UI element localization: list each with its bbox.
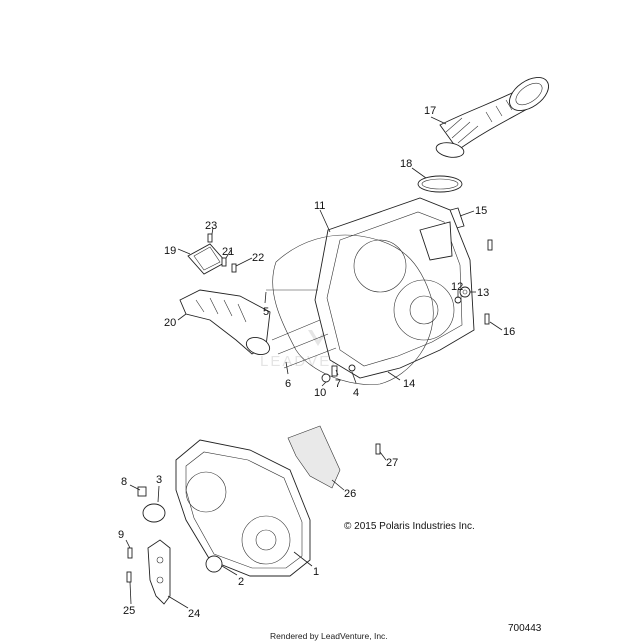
part-11-outer-cover[interactable] [314, 197, 475, 379]
callout-12: 12 [451, 281, 463, 293]
callout-4: 4 [353, 387, 359, 399]
part-2-o-ring[interactable] [205, 555, 223, 573]
part-23-screw[interactable] [207, 233, 213, 243]
callout-1: 1 [313, 566, 319, 578]
copyright-text: © 2015 Polaris Industries Inc. [344, 521, 475, 532]
callout-11: 11 [314, 200, 325, 212]
callout-16: 16 [503, 326, 515, 338]
part-7-fastener[interactable] [331, 365, 338, 377]
callout-21: 21 [222, 246, 234, 258]
part-10-fastener[interactable] [321, 373, 331, 383]
callout-19: 19 [164, 245, 176, 257]
callout-13: 13 [477, 287, 489, 299]
part-6-bolts[interactable] [271, 319, 337, 369]
callout-22: 22 [252, 252, 264, 264]
part-27-screw[interactable] [375, 443, 381, 455]
part-16-bolts[interactable] [484, 239, 493, 325]
callout-7: 7 [335, 378, 341, 390]
part-18-clamp[interactable] [417, 175, 463, 193]
callout-27: 27 [386, 457, 398, 469]
leader-lines [125, 116, 503, 609]
part-14-gasket[interactable] [272, 234, 434, 385]
part-1-inner-cover[interactable] [175, 439, 311, 577]
part-3-o-ring[interactable] [142, 503, 166, 523]
callout-14: 14 [403, 378, 415, 390]
diagram-id: 700443 [508, 623, 542, 634]
callout-10: 10 [314, 387, 326, 399]
part-9-screw[interactable] [127, 547, 133, 559]
callout-2: 2 [238, 576, 244, 588]
rendered-by-footer: Rendered by LeadVenture, Inc. [270, 631, 388, 641]
part-20-inlet-duct[interactable] [179, 289, 272, 358]
callout-6: 6 [285, 378, 291, 390]
part-17-intake-duct[interactable] [435, 71, 554, 160]
callout-17: 17 [424, 105, 436, 117]
callout-15: 15 [475, 205, 487, 217]
callout-9: 9 [118, 529, 124, 541]
callout-25: 25 [123, 605, 135, 617]
callout-20: 20 [164, 317, 176, 329]
part-21-screw[interactable] [221, 257, 227, 267]
part-4-fastener[interactable] [348, 364, 356, 372]
part-24-bracket[interactable] [147, 539, 171, 605]
callout-labels: 1 2 3 4 5 6 7 8 9 10 11 12 13 14 15 16 1… [118, 105, 515, 620]
part-19-plate[interactable] [187, 243, 227, 275]
callout-24: 24 [188, 608, 200, 620]
callout-26: 26 [344, 488, 356, 500]
callout-3: 3 [156, 474, 162, 486]
callout-5: 5 [263, 306, 269, 318]
callout-8: 8 [121, 476, 127, 488]
callout-18: 18 [400, 158, 412, 170]
part-25-screw[interactable] [126, 571, 132, 583]
part-22-screw[interactable] [231, 263, 237, 273]
callout-23: 23 [205, 220, 217, 232]
part-8-plug[interactable] [137, 486, 147, 497]
part-26-deflector[interactable] [287, 425, 341, 489]
